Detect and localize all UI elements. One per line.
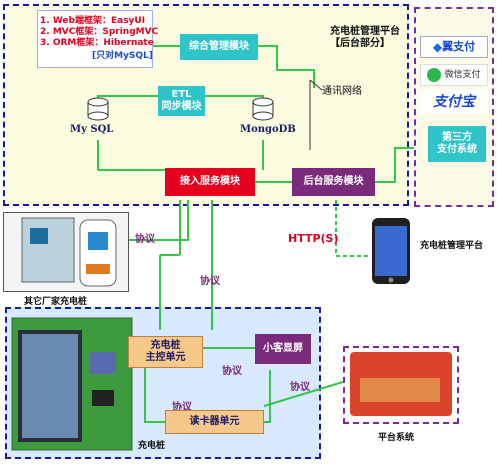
protocol-label-1: 协议 (135, 234, 155, 245)
pile-main-control-unit[interactable]: 充电桩 主控单元 (128, 336, 203, 368)
platform-system-label: 平台系统 (378, 433, 415, 443)
card-reader-unit[interactable]: 读卡器单元 (165, 410, 264, 434)
small-display-screen[interactable]: 小客显屏 (255, 334, 311, 364)
integrated-management-module[interactable]: 综合管理模块 (180, 34, 258, 60)
wechat-icon (427, 68, 442, 82)
wechat-pay-logo: 微信支付 (420, 64, 488, 86)
controller-line2: 主控单元 (145, 352, 186, 363)
mgmt-platform-label: 充电桩管理平台 (420, 241, 484, 251)
mongodb-db-icon (252, 97, 274, 121)
framework-item-2: 2. MVC框架：SpringMVC (40, 27, 159, 37)
backend-subtitle: 【后台部分】 (330, 38, 390, 49)
wechat-pay-label: 微信支付 (444, 70, 481, 80)
mysql-label: My SQL (70, 124, 114, 135)
protocol-label-4: 协议 (172, 402, 192, 413)
protocol-label-5: 协议 (290, 382, 310, 393)
pile-label: 充电桩 (138, 441, 166, 451)
mysql-db-icon (87, 97, 109, 121)
other-pile-illustration (21, 217, 117, 287)
etl-line2: 同步模块 (161, 101, 202, 112)
third-party-line1: 第三方 (442, 132, 472, 143)
backend-service-module[interactable]: 后台服务模块 (292, 168, 375, 196)
platform-card-illustration (350, 352, 452, 416)
alipay-logo: 支付宝 (420, 90, 488, 114)
protocol-label-2: 协议 (200, 276, 220, 287)
controller-line1: 充电桩 (150, 340, 181, 351)
bestpay-icon: ◆ (432, 40, 443, 54)
framework-item-1: 1. Web端框架：EasyUI (40, 16, 146, 26)
http-label: HTTP(S) (288, 232, 339, 245)
bestpay-logo: ◆ 翼支付 (420, 36, 488, 58)
network-label: 通讯网络 (322, 86, 362, 97)
etl-sync-module[interactable]: ETL 同步模块 (158, 86, 205, 116)
bestpay-label: 翼支付 (442, 40, 476, 53)
alipay-label: 支付宝 (433, 94, 475, 110)
phone-icon (372, 218, 410, 284)
pile-illustration (11, 317, 133, 451)
framework-note: [只对MySQL] (92, 51, 153, 61)
third-party-line2: 支付系统 (437, 144, 477, 155)
backend-title: 充电桩管理平台 (330, 26, 400, 37)
protocol-label-3: 协议 (222, 366, 242, 377)
third-party-payment-system[interactable]: 第三方 支付系统 (428, 126, 486, 162)
access-service-module[interactable]: 接入服务模块 (165, 168, 255, 196)
framework-list (37, 10, 153, 68)
mongodb-label: MongoDB (240, 124, 296, 135)
etl-line1: ETL (171, 89, 192, 100)
other-piles-label: 其它厂家充电桩 (24, 297, 88, 307)
framework-item-3: 3. ORM框架：Hibernate (40, 38, 154, 48)
